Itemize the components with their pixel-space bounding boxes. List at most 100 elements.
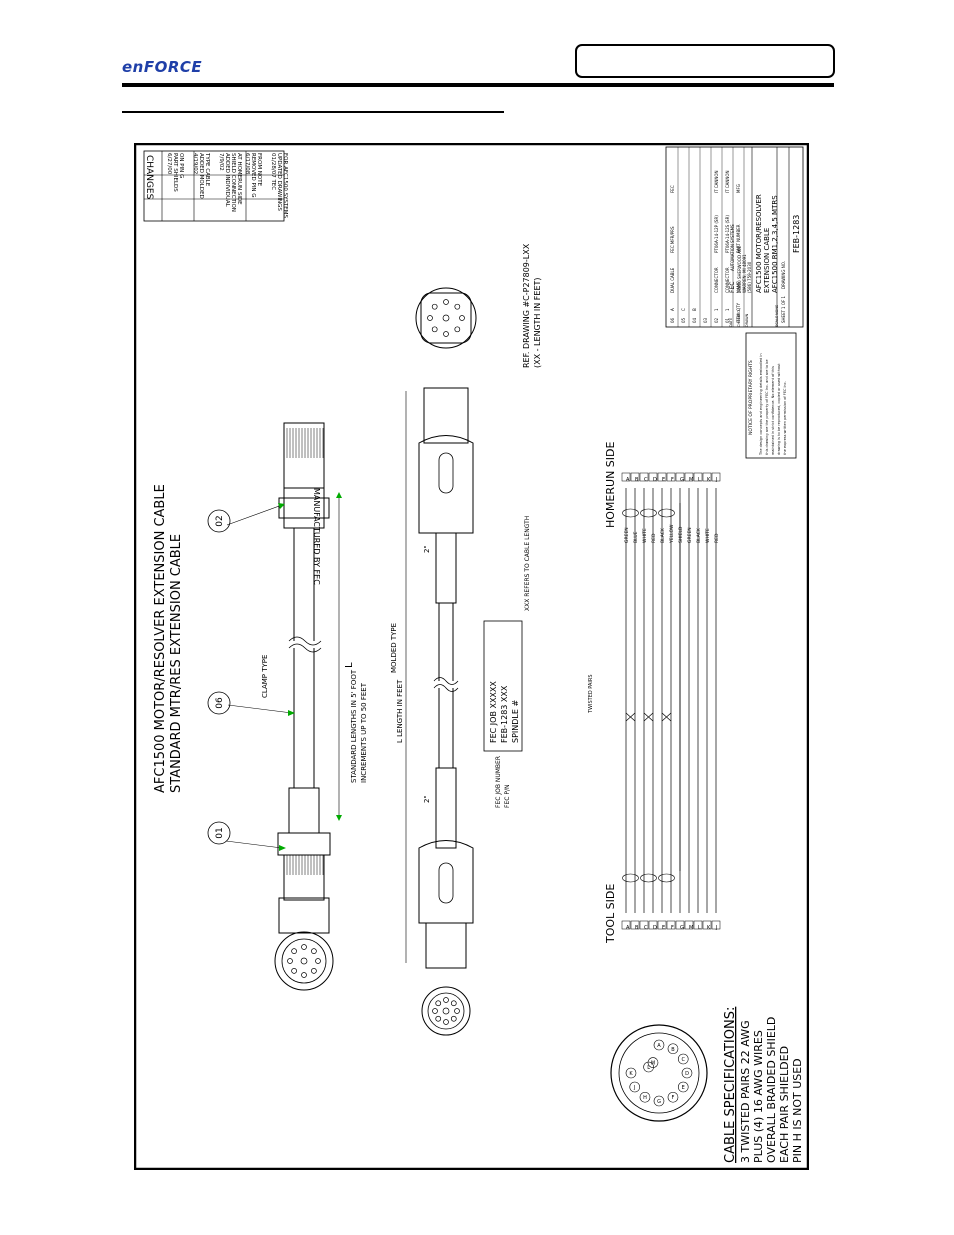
bom-cell: PART NUMBER	[736, 224, 741, 253]
fec-job-number: FEC JOB NUMBER	[495, 756, 502, 808]
homerun-pin-J: J	[715, 477, 717, 483]
tb-sheet-label: SHEET	[781, 309, 786, 323]
bom-cell: 1	[725, 308, 730, 311]
bom-cell: 1	[714, 308, 719, 311]
wire-color-label: BLACK	[660, 527, 666, 543]
spec-line-4: EACH PAIR SHIELDED	[778, 1046, 791, 1163]
bom-cell: NAME	[736, 281, 741, 293]
tb-drawing-no-label: DRAWING NO.	[781, 261, 786, 289]
standard-lengths-1: STANDARD LENGTHS IN 5' FOOT	[350, 669, 358, 783]
spec-line-3: OVERALL BRAIDED SHIELD	[765, 1017, 778, 1163]
wire-color-label: SHIELD	[678, 526, 684, 543]
tool-pin-G: G	[680, 925, 684, 931]
bom-cell: IT CANNON	[725, 170, 730, 193]
balloon-02: 02	[215, 515, 225, 526]
manufactured-by-group: MANUFACTURED BY FEC	[312, 488, 321, 585]
tool-pin-A: A	[626, 925, 630, 931]
changes-entry: ADDED INDIVIDUAL	[224, 153, 230, 208]
bom-cell: FEC	[670, 185, 675, 193]
homerun-pin-F: F	[671, 477, 674, 483]
changes-entry: FROM NOTE	[256, 153, 262, 187]
tool-pin-D: D	[653, 925, 657, 931]
section-title-rule	[122, 111, 504, 113]
dim-2in-left: 2"	[423, 795, 431, 803]
bom-cell: 04	[692, 317, 697, 323]
cable-specifications: CABLE SPECIFICATIONS: 3 TWISTED PAIRS 22…	[723, 1007, 804, 1163]
bom-cell: DUAL CABLE	[670, 267, 675, 293]
label-pn: FEB-1283 XXX	[500, 685, 509, 743]
tool-pin-K: K	[707, 925, 711, 931]
wire-color-label: WHITE	[642, 528, 648, 543]
bom-cell: C	[681, 308, 686, 311]
changes-entry: UPDATED DRAWINGS	[276, 153, 282, 211]
header-field-box	[575, 44, 835, 78]
tool-pin-M: M	[689, 925, 693, 931]
tool-pin-J: J	[715, 925, 717, 931]
notice-line: drawing is to be reproduced, copied or u…	[777, 363, 781, 455]
ref-drawing-note: (XX - LENGTH IN FEET)	[533, 277, 542, 368]
tb-drawn-label: DRAWN	[745, 313, 749, 327]
spec-line-5: PIN H IS NOT USED	[791, 1058, 804, 1163]
notice-line: the express written permission of FEC In…	[783, 381, 787, 455]
tb-company-sub: AUTOMATION SYSTEMS	[730, 224, 735, 271]
socket-pin-F: F	[672, 1095, 675, 1101]
label-spindle: SPINDLE #	[511, 700, 520, 743]
bom-cell: IT CANNON	[714, 170, 719, 193]
changes-entry: 7/9/02	[218, 153, 224, 171]
balloon-01: 01	[215, 827, 225, 838]
homerun-pin-A: A	[626, 477, 630, 483]
bom-cell: 06	[670, 317, 675, 323]
socket-pin-E: E	[682, 1085, 685, 1091]
tool-pin-L: L	[698, 925, 701, 931]
ref-drawing: REF. DRAWING #C-P27809-LXX	[522, 243, 531, 368]
wire-color-label: BLACK	[696, 527, 702, 543]
socket-pin-K: K	[629, 1071, 633, 1077]
tool-pin-B: B	[635, 925, 639, 931]
sheet-border	[134, 143, 809, 1170]
tb-address-3: (586) 759-2030	[747, 261, 752, 293]
changes-entry: TYPE CABLE	[204, 152, 210, 187]
homerun-pin-M: M	[689, 477, 693, 483]
spec-line-1: 3 TWISTED PAIRS 22 AWG	[739, 1020, 752, 1163]
tool-side-label: TOOL SIDE	[604, 884, 617, 944]
molded-type-label: MOLDED TYPE	[390, 623, 398, 673]
enforce-logo: enFORCE	[122, 58, 203, 76]
drawing-subtitle: STANDARD MTR/RES EXTENSION CABLE	[169, 534, 184, 793]
changes-entry: REMOVED PIN G	[250, 153, 256, 198]
tb-date-label: DATE	[729, 318, 733, 327]
molded-type-cable: L LENGTH IN FEET MOLDED TYPE 2" 2" FEC J…	[390, 243, 542, 1036]
tool-pin-E: E	[662, 925, 665, 931]
changes-entry: 01/28/07 TEC	[270, 153, 276, 190]
wire-color-label: GREEN	[624, 527, 630, 543]
homerun-pin-G: G	[680, 477, 684, 483]
changes-entry: 6/17/08	[244, 153, 250, 175]
changes-entry: PART SHIELDS	[172, 153, 178, 192]
homerun-side-label: HOMERUN SIDE	[604, 442, 617, 528]
socket-pin-C: C	[681, 1057, 685, 1063]
tb-company: FEC	[729, 282, 736, 293]
notice-line: The design concepts and engineering deta…	[759, 353, 763, 456]
tb-title-3: AFC1500 RM1,2,3,4,5 MTRS	[771, 195, 779, 293]
dim-2in-right: 2"	[423, 545, 431, 553]
drawing-title-group: AFC1500 MOTOR/RESOLVER EXTENSION CABLE S…	[153, 484, 184, 793]
changes-entry: 6/27/00	[166, 153, 172, 175]
tool-pin-F: F	[671, 925, 674, 931]
homerun-pin-C: C	[644, 477, 648, 483]
balloon-06: 06	[215, 697, 225, 709]
tb-scale: NONE	[775, 305, 779, 315]
socket-pin-A: A	[657, 1043, 661, 1049]
twisted-pairs-label: TWISTED PAIRS	[588, 674, 594, 714]
socket-pin-L: L	[647, 1065, 650, 1071]
changes-entry: 4/19/02	[192, 153, 198, 174]
standard-lengths-2: INCREMENTS UP TO 50 FEET	[360, 682, 368, 783]
tb-title-2: EXTENSION CABLE	[763, 228, 771, 293]
socket-pin-B: B	[671, 1047, 675, 1053]
length-in-feet: L LENGTH IN FEET	[396, 679, 404, 743]
bom-cell: B	[692, 308, 697, 311]
socket-pin-H: H	[643, 1095, 647, 1101]
bom-cell: PT06A-14-12S (SR)	[725, 215, 730, 253]
